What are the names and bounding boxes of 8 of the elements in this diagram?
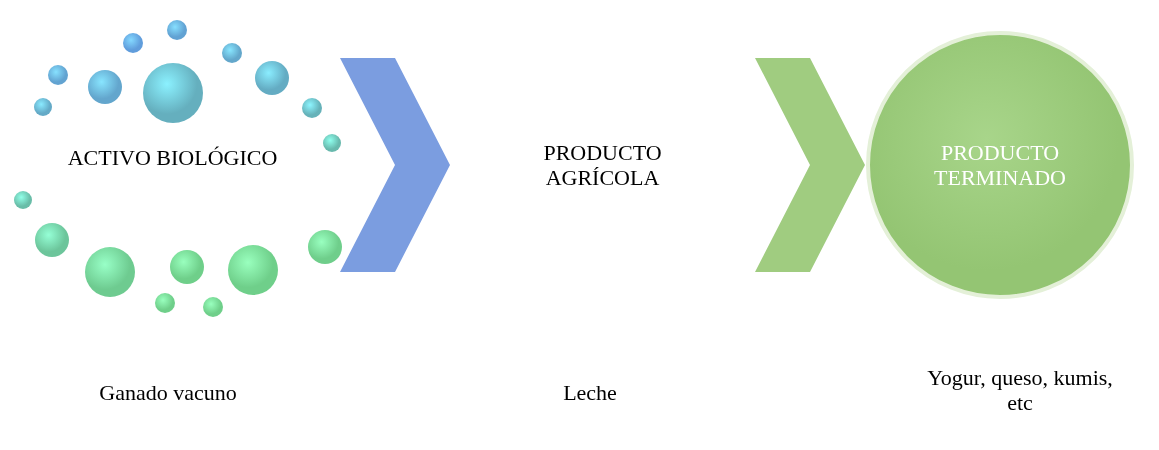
caption-text: Leche	[562, 380, 618, 406]
chevron-arrow	[340, 58, 450, 272]
caption-text: Ganado vacuno	[98, 380, 238, 406]
caption-text: Yogur, queso, kumis, etc	[926, 365, 1114, 416]
node-label: PRODUCTO TERMINADO	[933, 139, 1067, 191]
node-label: PRODUCTO AGRÍCOLA	[542, 139, 663, 191]
node-label: ACTIVO BIOLÓGICO	[66, 144, 279, 171]
chevron-arrow	[755, 58, 865, 272]
